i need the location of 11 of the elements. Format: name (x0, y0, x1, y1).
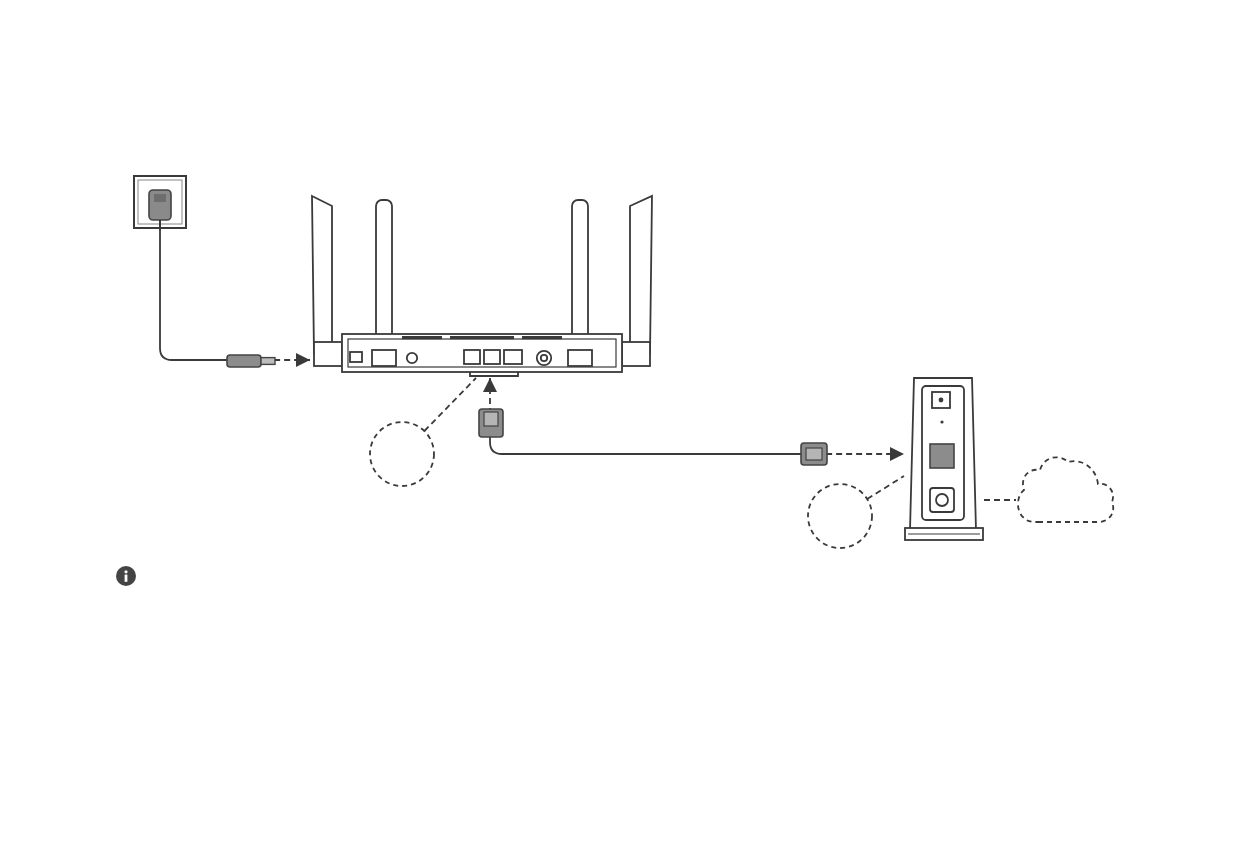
callout-circle (368, 420, 436, 488)
network-cable (483, 377, 905, 461)
connector-line (983, 499, 1017, 501)
power-adapter-drawing (132, 174, 188, 230)
power-cable (159, 229, 311, 367)
cloud-outline (1016, 452, 1116, 524)
leader-line (423, 377, 477, 432)
modem-drawing (904, 376, 984, 542)
router-drawing (310, 194, 654, 378)
leader-line (866, 475, 905, 500)
callout-circle (806, 482, 874, 550)
